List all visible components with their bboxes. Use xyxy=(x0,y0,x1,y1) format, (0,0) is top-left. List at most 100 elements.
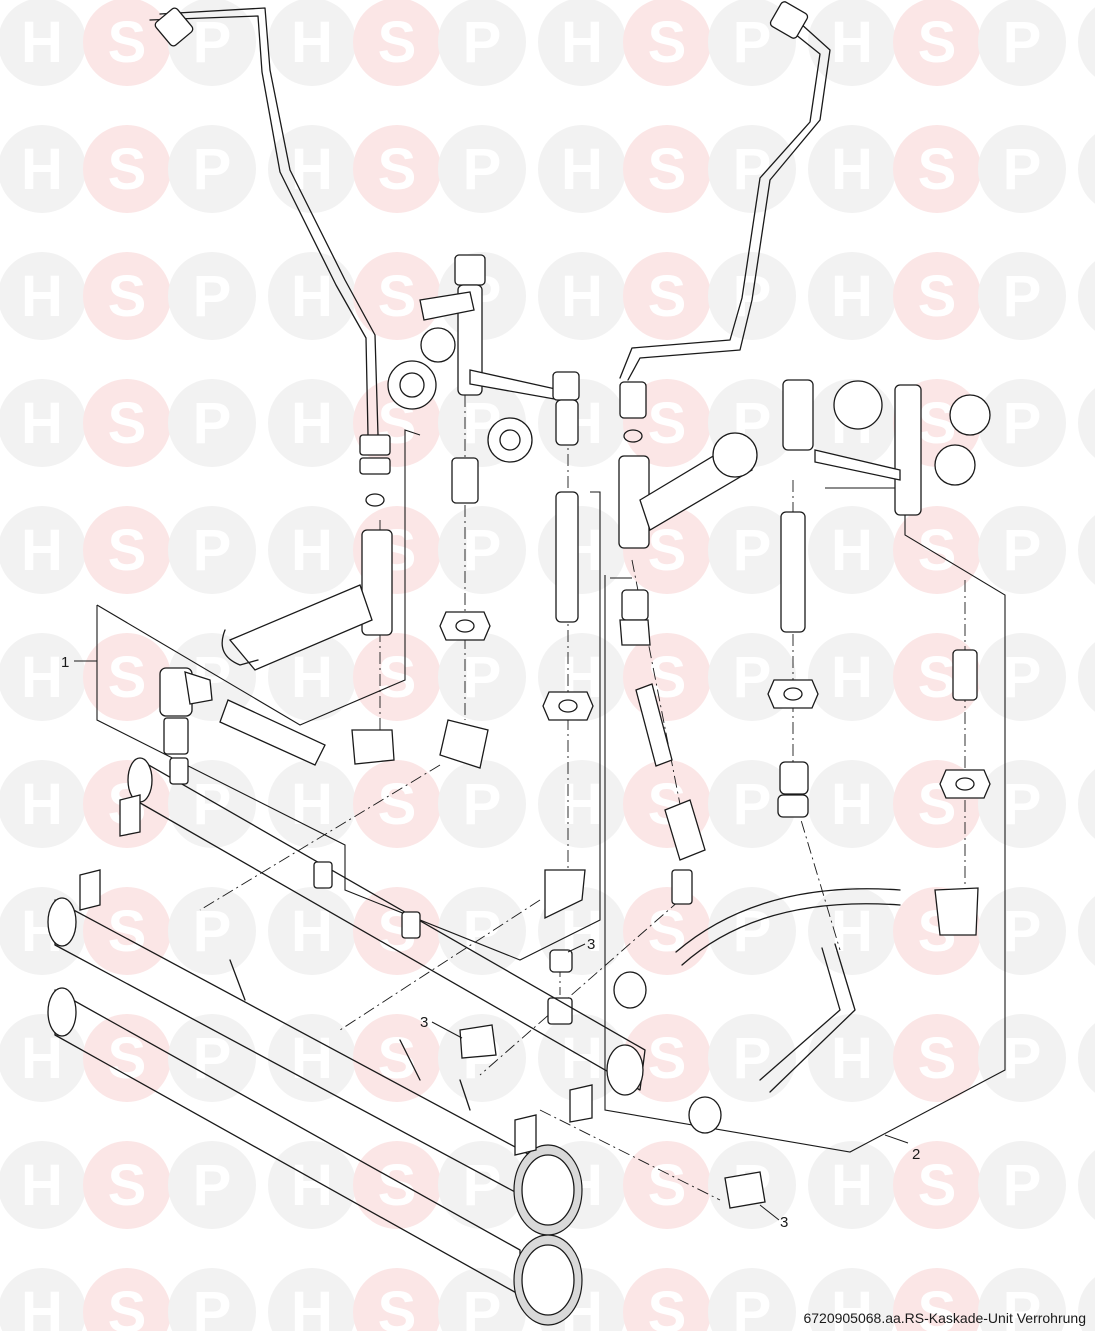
watermark-circle xyxy=(538,1014,626,1102)
watermark-letter: H xyxy=(291,772,333,837)
watermark-circle xyxy=(268,506,356,594)
watermark-letter: S xyxy=(918,264,957,329)
watermark-letter: P xyxy=(1003,518,1042,583)
watermark-circle xyxy=(83,506,171,594)
watermark-circle xyxy=(168,1141,256,1229)
watermark-circle xyxy=(353,1141,441,1229)
watermark-circle xyxy=(538,0,626,86)
watermark-circle xyxy=(83,1014,171,1102)
watermark-letter: H xyxy=(831,1026,873,1091)
watermark-letter: S xyxy=(108,1153,147,1218)
watermark-letter: S xyxy=(378,10,417,75)
watermark-letter: P xyxy=(733,645,772,710)
connector-assembly-right xyxy=(459,683,979,1209)
watermark-circle xyxy=(0,0,86,86)
callout-3-middle: 3 xyxy=(420,1014,428,1031)
watermark-circle xyxy=(0,379,86,467)
flow-pipe-right xyxy=(618,1,831,646)
leader-lines xyxy=(74,660,909,1221)
diagram-caption: 6720905068.aa.RS-Kaskade-Unit Verrohrung xyxy=(803,1310,1086,1326)
watermark-circle xyxy=(168,506,256,594)
callout-2: 2 xyxy=(912,1146,920,1163)
watermark-circle xyxy=(168,252,256,340)
watermark-circle xyxy=(83,125,171,213)
watermark-circle xyxy=(1078,642,1095,712)
watermark-circle xyxy=(83,252,171,340)
watermark-letter: H xyxy=(21,1280,63,1331)
watermark-letter: H xyxy=(561,1026,603,1091)
watermark-circle xyxy=(978,633,1066,721)
watermark-circle xyxy=(438,125,526,213)
watermark-letter: H xyxy=(831,1280,873,1331)
watermark-circle xyxy=(1078,896,1095,966)
watermark-circle xyxy=(1078,7,1095,77)
watermark-circle xyxy=(353,125,441,213)
watermark-letter: P xyxy=(193,10,232,75)
callout-3-upper: 3 xyxy=(587,936,595,953)
connector-assembly-left xyxy=(159,529,586,920)
watermark-letter: H xyxy=(21,264,63,329)
watermark-circle xyxy=(708,760,796,848)
watermark-circle xyxy=(438,0,526,86)
watermark-circle xyxy=(0,760,86,848)
watermark-circle xyxy=(978,252,1066,340)
watermark-letter: P xyxy=(193,391,232,456)
watermark-circle xyxy=(1078,261,1095,331)
watermark-letter: H xyxy=(291,10,333,75)
watermark-circle xyxy=(438,633,526,721)
watermark-circle xyxy=(538,760,626,848)
watermark-letter: P xyxy=(1003,1153,1042,1218)
watermark-letter: H xyxy=(291,264,333,329)
watermark-letter: S xyxy=(108,1280,147,1331)
watermark-letter: H xyxy=(291,137,333,202)
watermark-letter: S xyxy=(648,1026,687,1091)
watermark-letter: S xyxy=(648,1280,687,1331)
watermark-letter: S xyxy=(378,137,417,202)
watermark-letter: H xyxy=(21,518,63,583)
watermark-circle xyxy=(808,887,896,975)
watermark-circle xyxy=(808,0,896,86)
watermark-letter: P xyxy=(1003,137,1042,202)
watermark-letter: H xyxy=(291,391,333,456)
callout-1: 1 xyxy=(61,654,69,671)
watermark-letter: P xyxy=(193,1026,232,1091)
watermark-letter: P xyxy=(1003,10,1042,75)
watermark-letter: H xyxy=(21,10,63,75)
watermark-letter: P xyxy=(463,137,502,202)
watermark-circle xyxy=(353,633,441,721)
watermark-letter: H xyxy=(831,137,873,202)
watermark-circle xyxy=(353,1268,441,1331)
watermark-circle xyxy=(978,506,1066,594)
watermark-circle xyxy=(353,1014,441,1102)
watermark-circle xyxy=(623,1014,711,1102)
watermark-circle xyxy=(978,887,1066,975)
watermark-letter: S xyxy=(108,645,147,710)
watermark-circle xyxy=(708,1268,796,1331)
watermark-circle xyxy=(168,887,256,975)
watermark-circle xyxy=(1078,1023,1095,1093)
watermark-letter: S xyxy=(918,1153,957,1218)
watermark-circle xyxy=(808,1014,896,1102)
watermark-letter: H xyxy=(291,1026,333,1091)
watermark-letter: H xyxy=(21,137,63,202)
watermark-letter: S xyxy=(918,10,957,75)
watermark-letter: P xyxy=(193,137,232,202)
watermark-circle xyxy=(1078,1277,1095,1331)
watermark-circle xyxy=(808,1141,896,1229)
watermark-circle xyxy=(978,760,1066,848)
watermark-letter: S xyxy=(648,518,687,583)
watermark-circle xyxy=(0,252,86,340)
watermark-circle xyxy=(268,379,356,467)
watermark-circle xyxy=(1078,515,1095,585)
watermark-letter: P xyxy=(1003,899,1042,964)
watermark-circle xyxy=(1078,1150,1095,1220)
watermark-circle xyxy=(268,0,356,86)
watermark-letter: P xyxy=(463,1280,502,1331)
watermark-letter: S xyxy=(648,1153,687,1218)
watermark-letter: S xyxy=(108,518,147,583)
watermark-circle xyxy=(623,252,711,340)
watermark-letter: P xyxy=(733,137,772,202)
watermark-circle xyxy=(268,1141,356,1229)
watermark-letter: P xyxy=(733,1026,772,1091)
